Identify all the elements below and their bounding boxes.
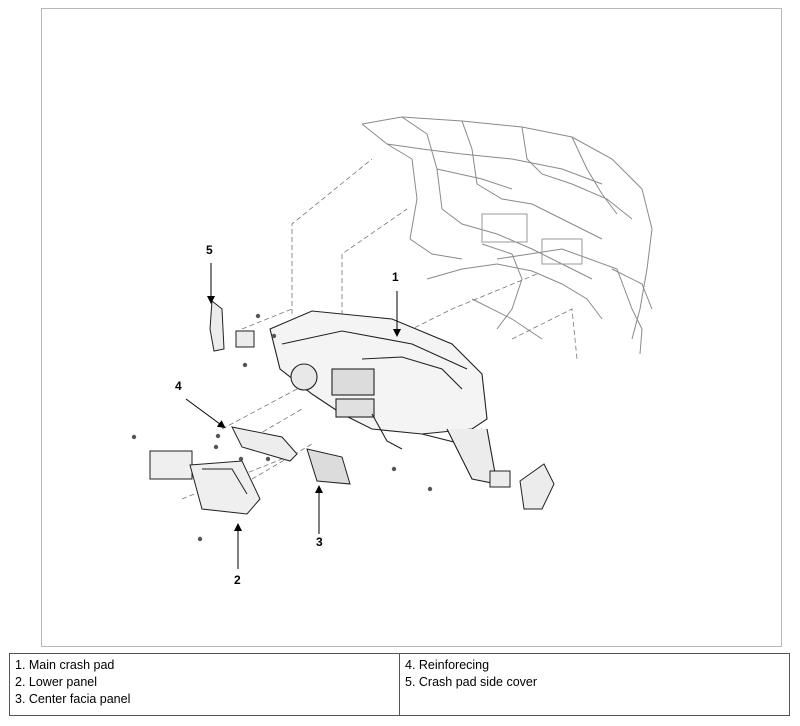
callout-3: 3 [316, 535, 323, 549]
center-facia-panel [306, 448, 351, 485]
legend-item-reinforcing: 4. Reinforecing [405, 658, 490, 672]
legend-item-lower-panel: 2. Lower panel [15, 675, 98, 689]
fasteners [131, 313, 433, 542]
main-crash-pad [269, 310, 498, 485]
exploded-diagram: 1 2 3 4 5 [41, 8, 782, 647]
legend-column-left: 1. Main crash pad 2. Lower panel 3. Cent… [9, 653, 400, 716]
reinforcing-bracket [231, 426, 298, 462]
lower-panel [149, 450, 261, 515]
vehicle-body-frame [361, 116, 653, 355]
legend-item-center-facia-panel: 3. Center facia panel [15, 692, 131, 706]
callout-4: 4 [175, 379, 182, 393]
callout-arrows [185, 263, 401, 569]
legend-item-main-crash-pad: 1. Main crash pad [15, 658, 115, 672]
legend-item-crash-pad-side-cover: 5. Crash pad side cover [405, 675, 538, 689]
callout-2: 2 [234, 573, 241, 587]
callout-5: 5 [206, 243, 213, 257]
callout-1: 1 [392, 270, 399, 284]
legend-column-right: 4. Reinforecing 5. Crash pad side cover [399, 653, 790, 716]
parts-legend: 1. Main crash pad 2. Lower panel 3. Cent… [9, 653, 790, 716]
diagram-drawing: 1 2 3 4 5 [131, 116, 653, 587]
crash-pad-side-cover [209, 300, 555, 510]
